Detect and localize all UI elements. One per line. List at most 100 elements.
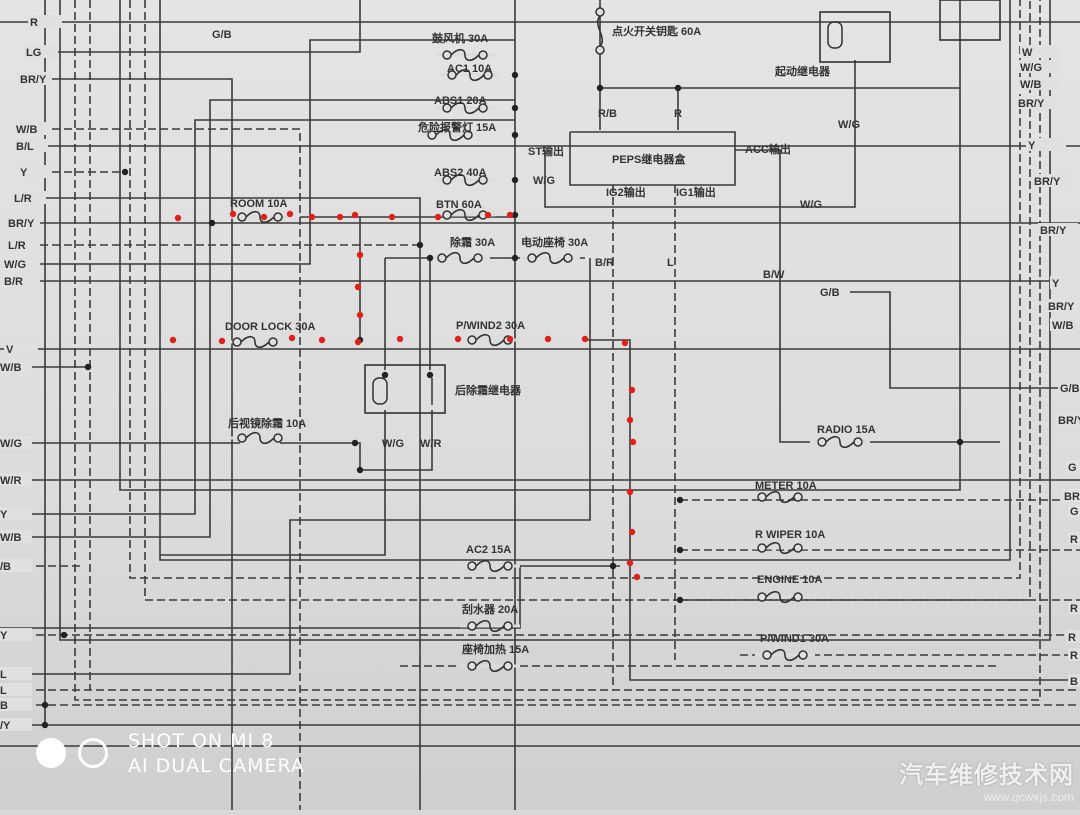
relay-coil-icon — [827, 21, 843, 49]
wire-label: L — [0, 685, 7, 697]
junction-dot — [208, 219, 216, 227]
wire-label: BR/Y — [1048, 301, 1075, 313]
label-bg — [6, 216, 40, 229]
fuse-icon — [445, 251, 475, 265]
wire-label: L/R — [14, 193, 32, 205]
highlight-mark — [506, 335, 514, 343]
fuse-icon — [435, 128, 465, 142]
wire-label: W — [1022, 47, 1033, 59]
fuse-terminal — [595, 7, 605, 17]
fuse-terminal — [762, 650, 772, 660]
highlight-mark — [169, 336, 177, 344]
fuse-icon — [535, 251, 565, 265]
label-bg — [4, 342, 38, 355]
wire-label: B — [1070, 676, 1078, 688]
fuse-label: AC1 10A — [447, 63, 492, 75]
highlight-mark — [288, 334, 296, 342]
highlight-mark — [628, 386, 636, 394]
relay-label: 起动继电器 — [774, 64, 831, 78]
junction-dot — [416, 241, 424, 249]
wire-label: Y — [20, 167, 28, 179]
wire — [40, 128, 301, 810]
wire-label: ACC输出 — [745, 142, 791, 156]
highlight-mark — [484, 211, 492, 219]
fuse-terminal — [757, 592, 767, 602]
highlight-mark — [229, 210, 237, 218]
highlight-mark — [581, 335, 589, 343]
fuse-icon — [765, 590, 795, 604]
junction-dot — [60, 631, 68, 639]
fuse-label: 危险报警灯 15A — [417, 120, 496, 134]
fuse-terminal — [793, 592, 803, 602]
highlight-mark — [336, 213, 344, 221]
wire — [119, 0, 961, 491]
fuse-terminal — [798, 650, 808, 660]
fuse-terminal — [437, 253, 447, 263]
label-bg — [1020, 45, 1060, 58]
wire-label: B/R — [595, 257, 614, 269]
label-bg — [1032, 174, 1072, 187]
wire-label: BR/Y — [1018, 98, 1045, 110]
highlight-mark — [396, 335, 404, 343]
junction-dot — [676, 596, 684, 604]
camera-line-2: AI DUAL CAMERA — [128, 755, 305, 777]
fuse-terminal — [442, 50, 452, 60]
label-bg — [1066, 460, 1080, 473]
fuse-terminal — [503, 661, 513, 671]
label-bg — [0, 698, 32, 711]
wire-label: R — [30, 17, 38, 29]
fuse-terminal — [268, 337, 278, 347]
highlight-mark — [454, 335, 462, 343]
wire-label: W/G — [0, 438, 22, 450]
junction-dot — [84, 363, 92, 371]
wire-label: V — [6, 344, 14, 356]
junction-dot — [676, 546, 684, 554]
label-bg — [0, 473, 32, 486]
fuse-icon — [450, 173, 480, 187]
label-bg — [1016, 96, 1056, 109]
fuse-icon — [475, 559, 505, 573]
wire-label: W/B — [1052, 320, 1073, 332]
wire-label: G/B — [1060, 383, 1080, 395]
watermark-title: 汽车维修技术网 — [899, 762, 1074, 789]
highlight-mark — [544, 335, 552, 343]
label-bg — [0, 360, 32, 373]
highlight-mark — [354, 338, 362, 346]
fuse-icon — [475, 659, 505, 673]
wire-label: R — [1068, 632, 1076, 644]
fuse-label: P/WIND2 30A — [456, 320, 525, 332]
wire — [0, 119, 515, 515]
wire — [585, 339, 1080, 681]
label-bg — [1068, 601, 1080, 614]
wire-label: W/B — [16, 124, 37, 136]
wire-label: BR/Y — [1034, 176, 1061, 188]
wire-label: G/B — [820, 287, 840, 299]
fuse-icon — [596, 15, 604, 47]
wire — [129, 0, 1021, 579]
fuse-label: RADIO 15A — [817, 424, 876, 436]
wire-label: B/R — [4, 276, 23, 288]
wire-label: L/R — [8, 240, 26, 252]
fuse-terminal — [442, 210, 452, 220]
fuse-terminal — [237, 212, 247, 222]
junction-dot — [351, 439, 359, 447]
wire-label: W/G — [382, 438, 404, 450]
wire-label: BR/Y — [1040, 225, 1067, 237]
wire-label: LG — [26, 47, 41, 59]
label-bg — [0, 628, 32, 641]
wire-label: BR/Y — [8, 218, 35, 230]
relay-label: 后除霜继电器 — [455, 383, 522, 397]
wire-label: W/G — [838, 119, 860, 131]
fuse-label: ABS2 40A — [434, 167, 487, 179]
label-bg — [1038, 223, 1078, 236]
label-bg — [1068, 532, 1080, 545]
wire-label: Y — [0, 630, 8, 642]
wire — [569, 131, 736, 186]
highlight-mark — [633, 573, 641, 581]
starter-relay — [819, 11, 891, 63]
junction-dot — [511, 176, 519, 184]
wire — [0, 565, 620, 629]
label-bg — [1068, 648, 1080, 661]
highlight-mark — [506, 211, 514, 219]
